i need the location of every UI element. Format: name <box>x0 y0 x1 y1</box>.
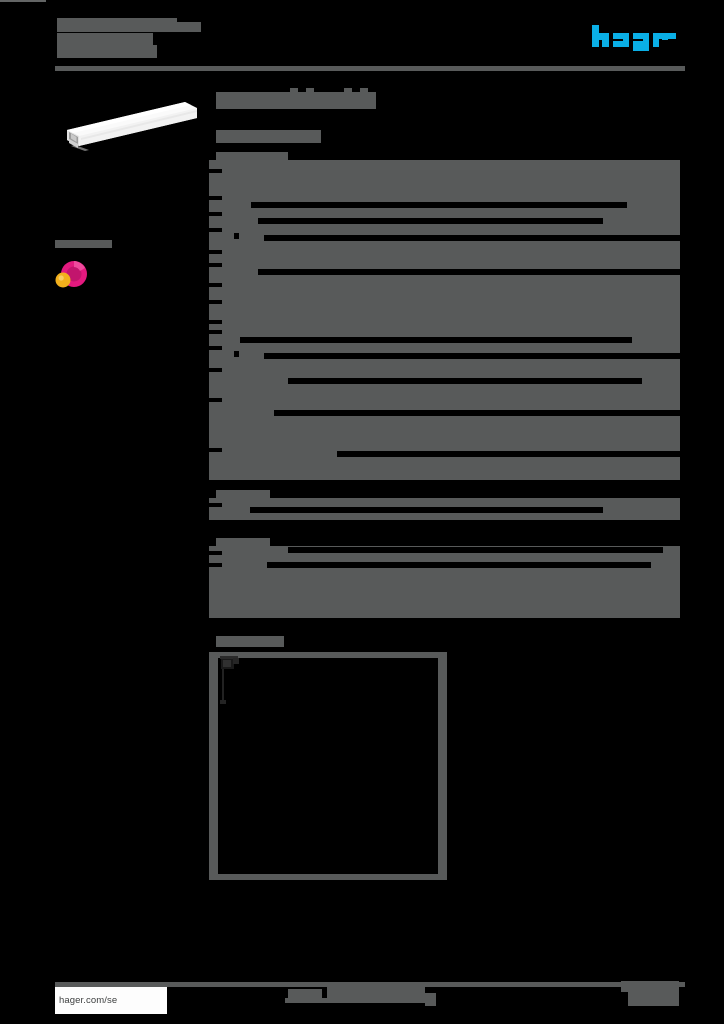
page-title-mask <box>216 92 376 109</box>
technical-characteristics-table-row-6-separator <box>209 283 222 287</box>
technical-characteristics-table-row-3-value-leader <box>264 235 680 241</box>
technical-characteristics-table-row-1-separator <box>209 196 222 200</box>
technical-characteristics-table-row-3-separator <box>209 228 222 232</box>
section-label-technical-characteristics <box>216 152 288 161</box>
page-title-cap-0 <box>290 88 298 93</box>
dimensional-drawing-canvas <box>218 658 438 874</box>
technical-characteristics-table-row-0-separator <box>209 169 222 173</box>
technical-characteristics-table-row-11-value-leader <box>288 378 642 384</box>
product-photo <box>55 88 201 154</box>
ordering-data-table <box>209 546 680 618</box>
header-rule <box>55 66 685 71</box>
trunking-cross-section-sketch <box>219 656 249 706</box>
cross-section-glyph <box>220 656 239 704</box>
footer-center-block-1 <box>327 986 425 1000</box>
technical-characteristics-table-row-1-value-leader <box>251 202 627 208</box>
technical-characteristics-table <box>209 160 680 480</box>
technical-characteristics-table-row-3-bullet <box>234 233 239 239</box>
technical-characteristics-table-row-11-separator <box>209 368 222 372</box>
technical-characteristics-table-row-8-separator <box>209 320 222 324</box>
page-subtitle-mask <box>216 130 321 143</box>
page-title-cap-1 <box>306 88 314 93</box>
technical-characteristics-table-row-7-separator <box>209 300 222 304</box>
header-title-line-2 <box>57 33 153 45</box>
technical-characteristics-table-row-5-value-leader <box>258 269 680 275</box>
header-title-line-1 <box>177 22 201 32</box>
section-label-ordering-data <box>216 538 270 547</box>
technical-characteristics-table-row-12-value-leader <box>274 410 680 416</box>
page-title-cap-2 <box>344 88 352 93</box>
footer-center-block-2 <box>285 998 427 1003</box>
technical-characteristics-table-row-2-separator <box>209 212 222 216</box>
cable-trunking-illustration <box>67 102 197 151</box>
certification-badge-panel <box>55 238 112 298</box>
packaging-data-table-row-0-separator <box>209 503 222 507</box>
technical-characteristics-table-row-10-bullet <box>234 351 239 357</box>
hager-logo-glyph <box>592 25 676 51</box>
technical-characteristics-table-row-4-separator <box>209 250 222 254</box>
halogen-free-badge-icon <box>55 261 87 288</box>
footer-right-block-0 <box>621 981 679 992</box>
header-title-line-0 <box>57 18 177 32</box>
ordering-data-table-row-0-separator <box>209 551 222 555</box>
page-title-cap-3 <box>360 88 368 93</box>
packaging-data-table-row-0-value-leader <box>250 507 603 513</box>
technical-characteristics-table-row-9-separator <box>209 330 222 334</box>
hager-logo <box>592 25 676 51</box>
technical-characteristics-table-row-2-value-leader <box>258 218 603 224</box>
section-label-packaging-data <box>216 490 270 499</box>
ordering-data-table-row-1-value-leader <box>267 562 651 568</box>
technical-characteristics-table-row-13-separator <box>209 448 222 452</box>
technical-characteristics-table-row-5-separator <box>209 263 222 267</box>
header-title-line-3 <box>57 45 157 58</box>
footer-url[interactable]: hager.com/se <box>59 995 118 1006</box>
technical-characteristics-table-row-9-value-leader <box>240 337 632 343</box>
technical-characteristics-table-row-10-value-leader <box>264 353 680 359</box>
footer-url-plate: hager.com/se <box>55 987 167 1014</box>
technical-characteristics-table-row-12-separator <box>209 398 222 402</box>
technical-characteristics-table-row-10-separator <box>209 346 222 350</box>
footer-right-block-1 <box>628 992 679 1006</box>
drawing-top-hairline <box>0 0 46 2</box>
ordering-data-table-row-1-separator <box>209 563 222 567</box>
footer-center-block-3 <box>425 993 436 1006</box>
footer-rule <box>55 982 685 987</box>
badge-caption-mask <box>55 240 112 248</box>
ordering-data-table-row-0-value-leader <box>288 547 663 553</box>
technical-characteristics-table-row-13-value-leader <box>337 451 680 457</box>
section-label-dimensional-drawing <box>216 636 284 647</box>
